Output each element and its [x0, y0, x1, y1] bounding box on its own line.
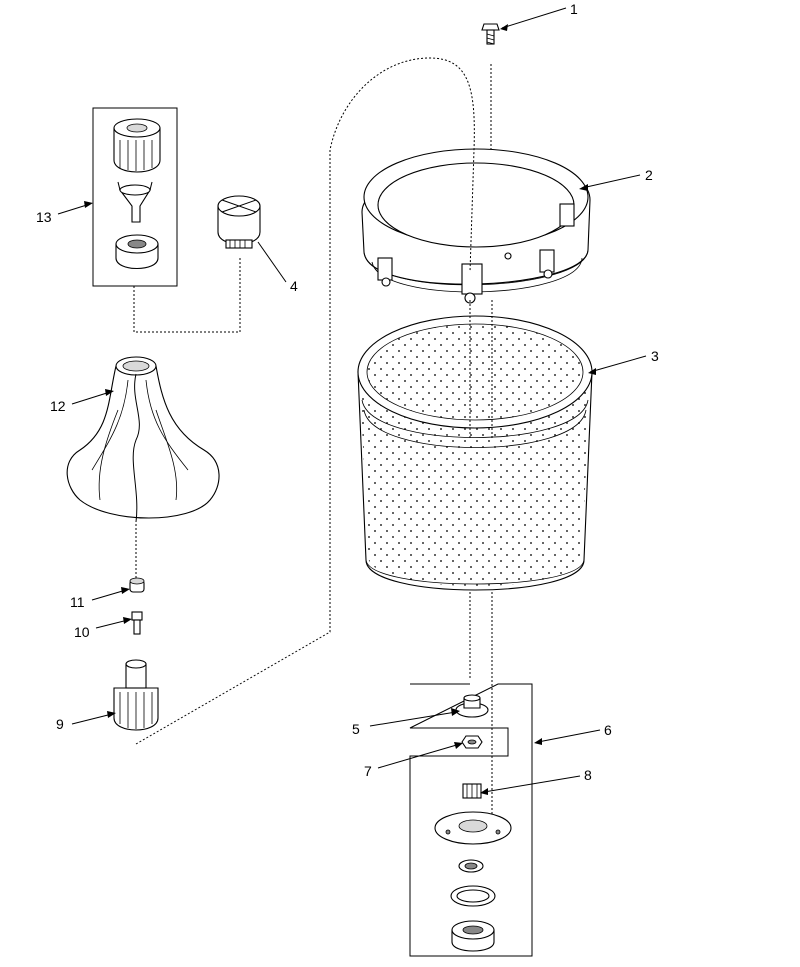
callout-1: 1 [570, 1, 578, 17]
callout-9: 9 [56, 716, 64, 732]
callout-4: 4 [290, 278, 298, 294]
callout-5: 5 [352, 721, 360, 737]
part-6-hub-kit-frame [409, 683, 533, 957]
part-9-drive-adapter [113, 659, 159, 731]
guide-adapter-ring [135, 57, 475, 745]
callout-6: 6 [604, 722, 612, 738]
part-12-agitator [66, 356, 220, 523]
callout-10: 10 [74, 624, 90, 640]
callout-13: 13 [36, 209, 52, 225]
part-1-screw [481, 23, 500, 45]
callout-3: 3 [651, 348, 659, 364]
callout-2: 2 [645, 167, 653, 183]
part-5-seal [455, 694, 489, 718]
part-11-cap-nut [129, 577, 145, 593]
part-4-cap [217, 195, 261, 249]
part-2-balance-ring [361, 148, 591, 304]
part-8-hub [434, 783, 512, 952]
callout-8: 8 [584, 767, 592, 783]
guide-kit-cap [133, 256, 241, 333]
callout-11: 11 [70, 594, 85, 610]
callout-12: 12 [50, 398, 66, 414]
part-7-nut [461, 735, 483, 749]
leader-lines [57, 7, 647, 795]
part-10-bolt [131, 611, 143, 635]
part-3-basket [357, 315, 593, 591]
part-13-dispenser-kit [92, 107, 178, 287]
callout-7: 7 [364, 763, 372, 779]
